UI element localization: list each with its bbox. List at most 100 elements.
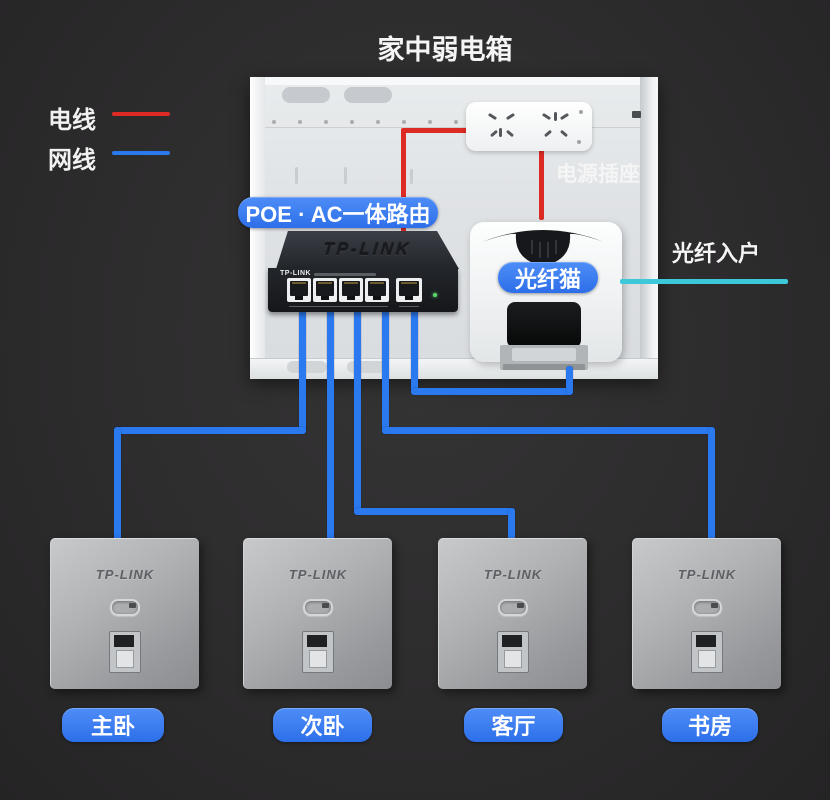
power-socket-label: 电源插座 — [556, 163, 640, 186]
led-indicator-icon — [303, 599, 333, 616]
ap-brand: TP-LINK — [677, 567, 737, 582]
socket-outlet-hole — [505, 129, 515, 138]
wan-cable-segment — [566, 366, 573, 395]
ethernet-port-2 — [313, 278, 337, 302]
legend-lan-line-swatch — [112, 151, 170, 155]
box-bottom-knockout — [347, 361, 387, 373]
room-label-second: 次卧 — [273, 708, 372, 742]
ethernet-jack-icon — [109, 631, 141, 673]
rj45-tab — [405, 296, 413, 300]
room-label-living: 客厅 — [464, 708, 563, 742]
router-callout: POE · AC一体路由 — [238, 197, 438, 228]
rj45-jack — [368, 281, 386, 296]
legend-power-label: 电线 — [48, 107, 96, 134]
wan-cable-segment — [411, 388, 573, 395]
wan-port — [396, 278, 422, 302]
lan-cable-second-segment — [327, 308, 334, 540]
ap-brand: TP-LINK — [483, 567, 543, 582]
led-indicator-icon — [498, 599, 528, 616]
wan-cable-segment — [411, 308, 418, 392]
ethernet-port-1 — [287, 278, 311, 302]
legend-power-line-swatch — [112, 112, 170, 116]
wall-ap-second: TP-LINK — [243, 538, 392, 689]
rj45-jack — [342, 281, 360, 296]
ethernet-jack-icon — [691, 631, 723, 673]
power-socket — [466, 102, 592, 151]
socket-outlet-hole — [489, 129, 499, 138]
modem-connector-base — [503, 364, 585, 370]
ap-brand: TP-LINK — [288, 567, 348, 582]
ethernet-port-3 — [339, 278, 363, 302]
lan-cable-master-segment — [114, 427, 306, 434]
ethernet-port-4 — [365, 278, 389, 302]
rj45-tab — [347, 296, 355, 300]
fiber-entry-label: 光纤入户 — [672, 241, 761, 266]
lan-cable-living-segment — [354, 308, 361, 515]
router-front-brand: TP-LINK — [280, 270, 312, 277]
lan-cable-master-segment — [114, 427, 121, 540]
rj45-pins — [318, 282, 332, 284]
poe-router: TP-LINK — [268, 268, 458, 312]
rj45-tab — [321, 296, 329, 300]
box-screw — [428, 120, 432, 124]
rj45-jack — [399, 281, 419, 296]
socket-outlet-hole — [487, 112, 498, 121]
lan-cable-living-segment — [508, 508, 515, 540]
socket-outlet-hole — [505, 112, 516, 121]
rj45-tab — [373, 296, 381, 300]
socket-outlet-hole — [559, 129, 569, 138]
wall-ap-master: TP-LINK — [50, 538, 199, 689]
lan-cable-study-segment — [382, 308, 389, 434]
ethernet-jack-icon — [497, 631, 529, 673]
socket-outlet-hole — [541, 112, 552, 121]
led-indicator-icon — [110, 599, 140, 616]
socket-outlet-hole — [499, 128, 502, 137]
rj45-pins — [344, 282, 358, 284]
room-label-master: 主卧 — [62, 708, 164, 742]
box-knockout-slot — [344, 87, 392, 103]
box-top-edge — [250, 77, 658, 85]
fiber-entry-cable — [620, 279, 788, 284]
ethernet-jack-icon — [302, 631, 334, 673]
rj45-jack — [290, 281, 308, 296]
wall-ap-study: TP-LINK — [632, 538, 781, 689]
power-wire-router-horizontal — [401, 128, 473, 133]
router-top-brand: TP-LINK — [322, 240, 413, 259]
legend-lan-label: 网线 — [48, 147, 96, 174]
box-screw — [402, 120, 406, 124]
lan-cable-study-segment — [708, 427, 715, 540]
box-cable-port — [632, 111, 641, 118]
box-vent-slit — [344, 167, 347, 184]
box-screw — [272, 120, 276, 124]
box-screw — [454, 120, 458, 124]
box-screw — [376, 120, 380, 124]
box-knockout-slot — [282, 87, 330, 103]
socket-outlet-hole — [543, 129, 553, 138]
lan-group-mark — [289, 306, 388, 307]
power-wire-modem — [539, 146, 544, 220]
box-screw — [298, 120, 302, 124]
wan-group-mark — [399, 306, 419, 307]
wall-ap-living: TP-LINK — [438, 538, 587, 689]
box-panel-seam — [265, 127, 640, 128]
ap-brand: TP-LINK — [95, 567, 155, 582]
modem-callout: 光纤猫 — [498, 262, 598, 293]
rj45-tab — [295, 296, 303, 300]
rj45-pins — [370, 282, 384, 284]
rj45-pins — [292, 282, 306, 284]
room-label-study: 书房 — [662, 708, 758, 742]
rj45-pins — [401, 282, 417, 284]
fiber-spool-icon — [482, 230, 604, 266]
power-led-icon — [433, 293, 437, 297]
modem-connector-inner — [512, 348, 576, 361]
power-wire-router-vertical — [401, 130, 406, 233]
lan-cable-study-segment — [382, 427, 715, 434]
box-bottom-knockout — [287, 361, 327, 373]
lan-cable-master-segment — [299, 308, 306, 434]
lan-cable-living-segment — [354, 508, 515, 515]
led-indicator-icon — [692, 599, 722, 616]
box-right-wall — [640, 77, 658, 378]
socket-screw — [577, 140, 581, 144]
socket-outlet-hole — [554, 112, 557, 121]
